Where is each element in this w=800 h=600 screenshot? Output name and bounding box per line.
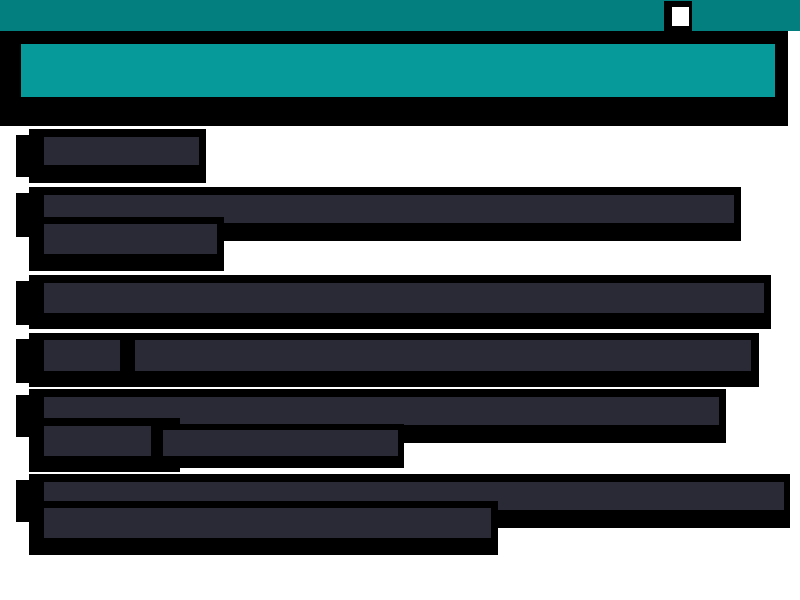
redacted-text xyxy=(44,137,199,165)
list-item[interactable] xyxy=(29,275,771,329)
list-item-continuation[interactable] xyxy=(29,217,224,271)
header xyxy=(0,31,788,126)
header-banner xyxy=(21,44,775,97)
list-item[interactable] xyxy=(29,129,206,183)
redacted-text xyxy=(44,340,120,371)
list-item[interactable] xyxy=(29,333,759,387)
redacted-text xyxy=(44,426,151,456)
redacted-text xyxy=(44,224,217,254)
redacted-text xyxy=(163,430,398,456)
list-item-continuation[interactable] xyxy=(29,501,498,555)
window-control-button[interactable] xyxy=(664,1,692,31)
redacted-text xyxy=(44,283,764,313)
redacted-text xyxy=(44,508,491,538)
title-bar xyxy=(0,0,800,31)
list-item-continuation[interactable] xyxy=(151,424,404,468)
redacted-text xyxy=(135,340,751,371)
square-window-icon xyxy=(672,7,689,26)
